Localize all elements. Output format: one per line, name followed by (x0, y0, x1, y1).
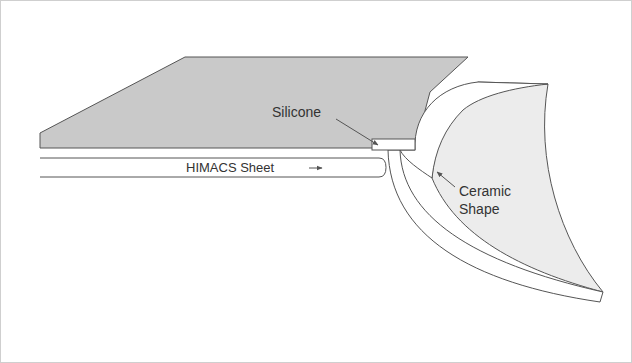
himacs-sheet (40, 158, 386, 177)
ceramic-lip (400, 82, 548, 178)
leader-line (437, 172, 455, 187)
countertop-surface (40, 57, 468, 148)
leader-line (336, 119, 378, 145)
ceramic-wall (388, 150, 603, 302)
part-label: Ceramic Shape (459, 182, 529, 218)
leader-line (309, 168, 322, 169)
part-label: HIMACS Sheet (186, 159, 274, 176)
silicone-joint (372, 139, 415, 150)
part-label: Silicone (272, 103, 321, 121)
